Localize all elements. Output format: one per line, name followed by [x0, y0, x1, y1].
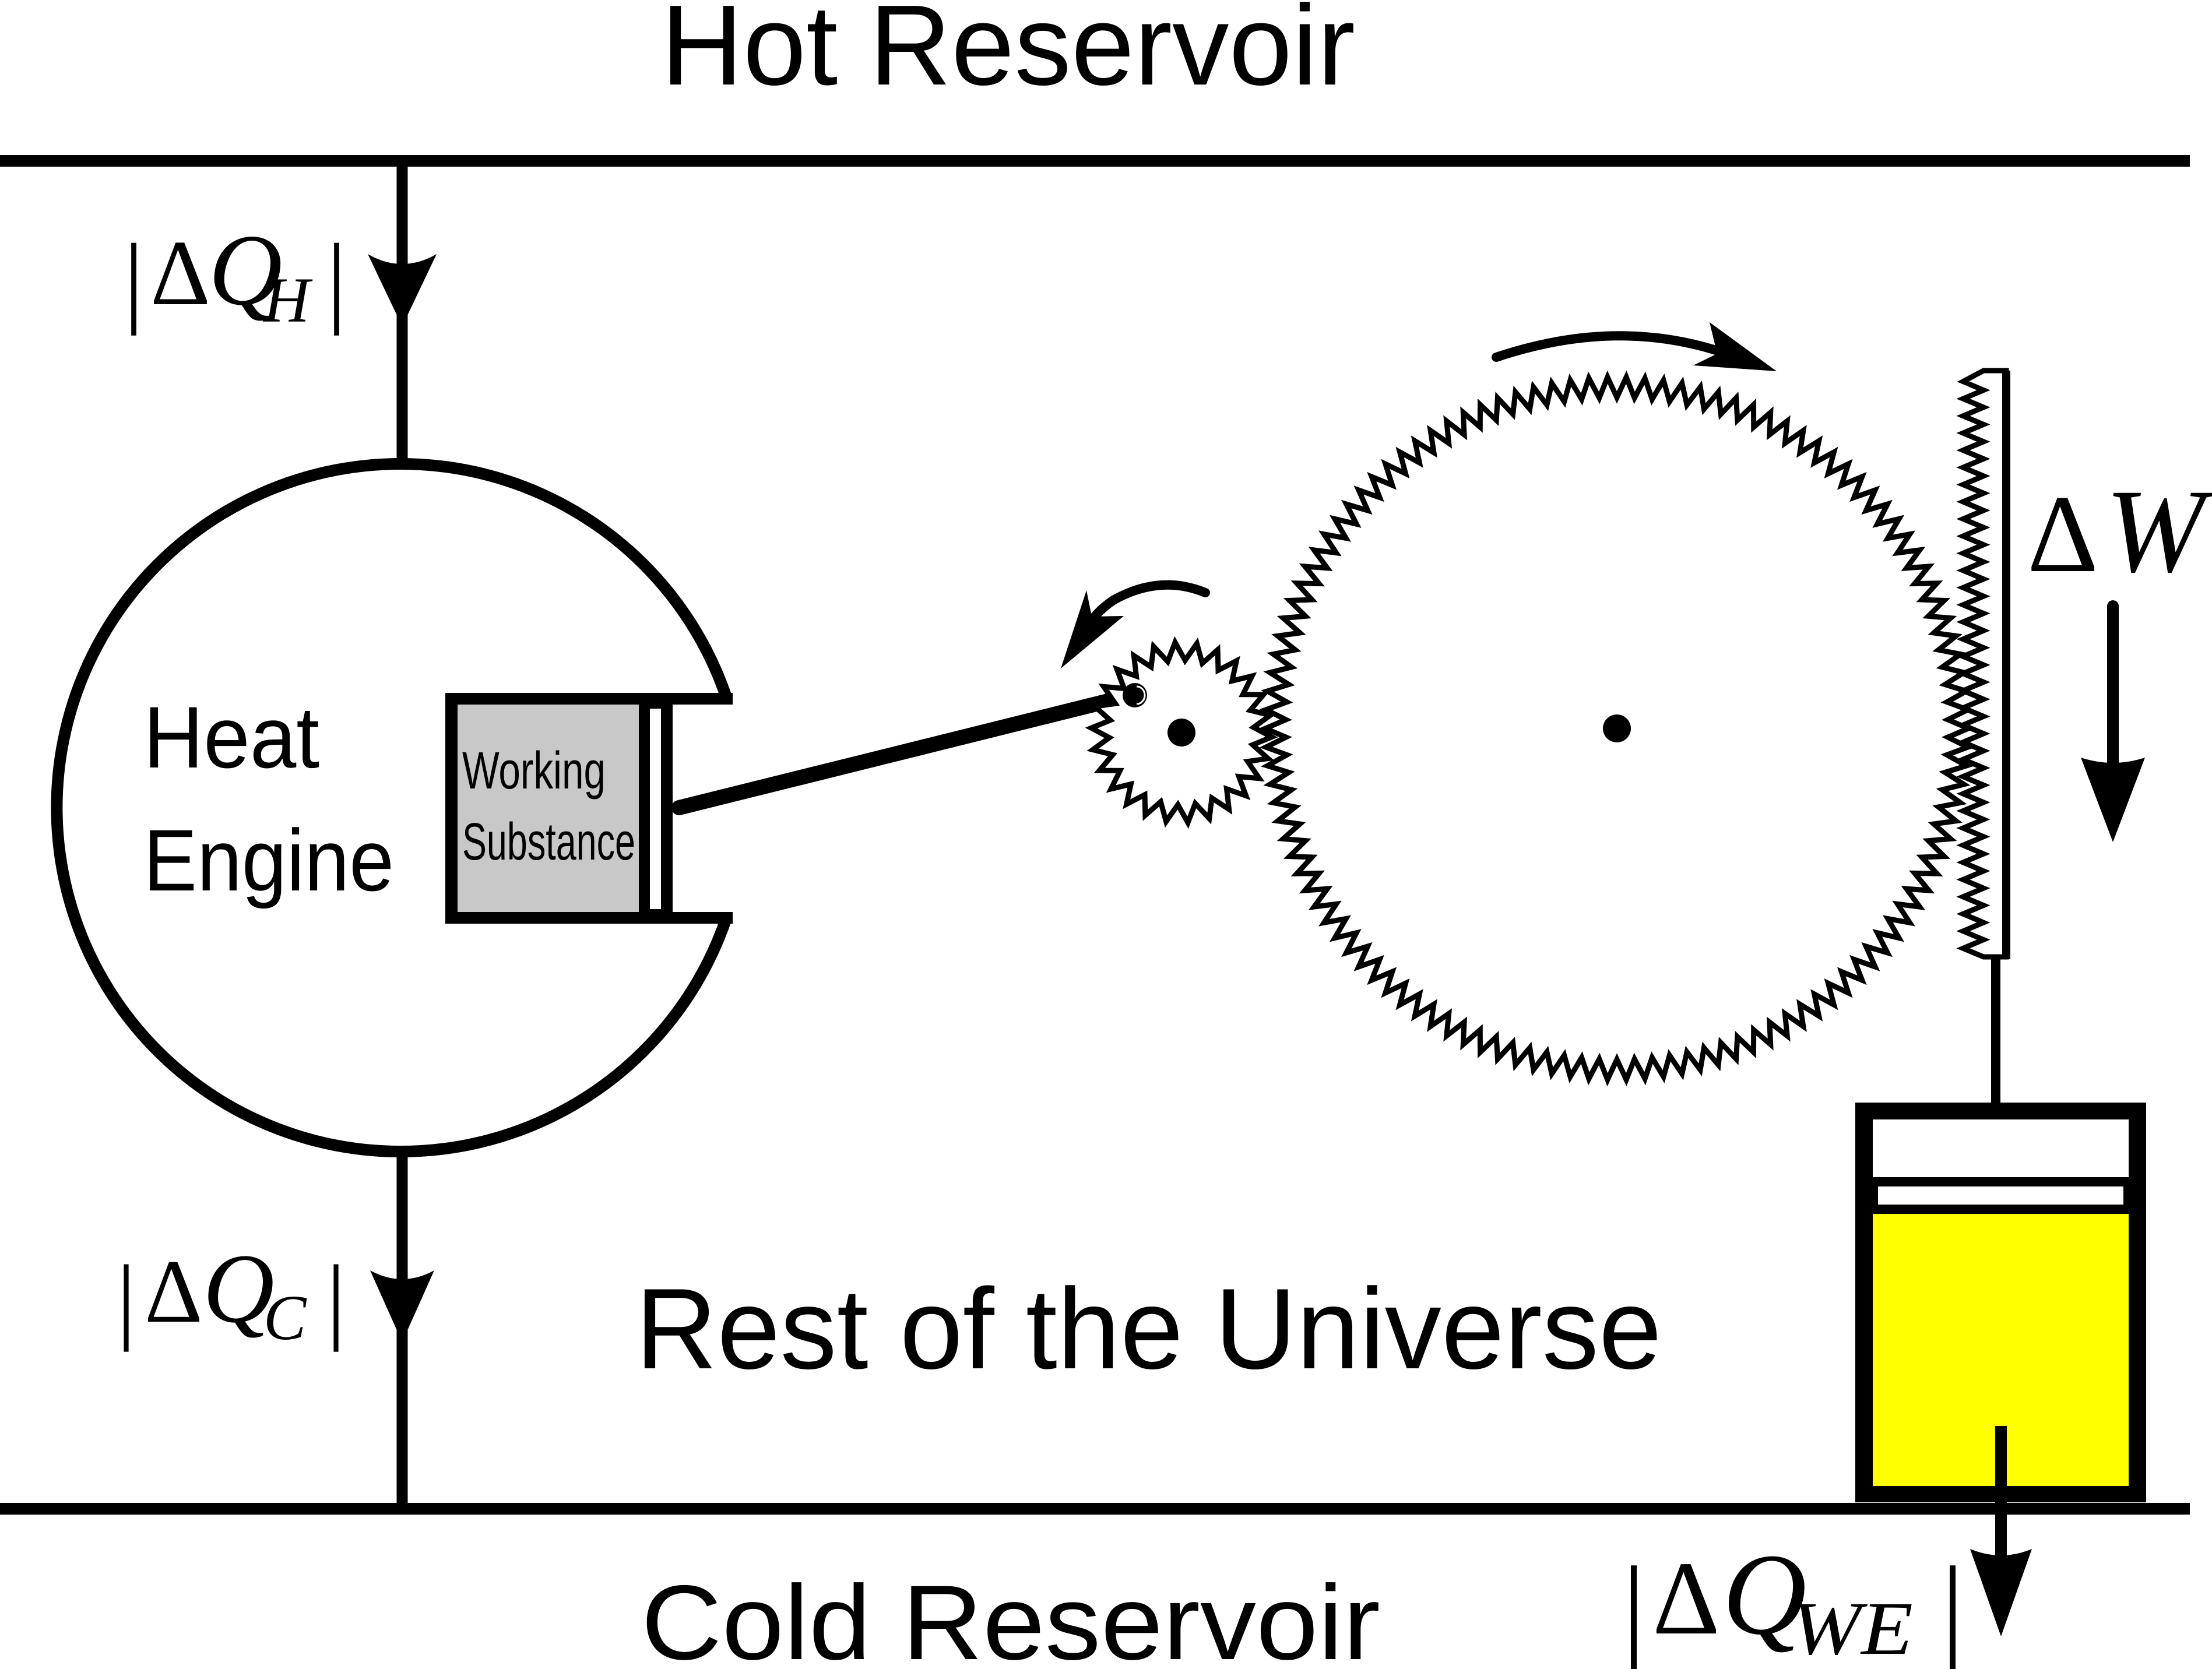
crank-pin [1123, 683, 1147, 707]
working-substance-cylinder: Working Substance [445, 693, 733, 924]
cylinder-wall-left [445, 693, 458, 924]
heat-load-label: | Δ Q WE | [1622, 1530, 1964, 1669]
cylinder-wall-bottom [445, 912, 733, 924]
rack-outline [1956, 368, 2009, 960]
hot-reservoir-label: Hot Reservoir [661, 0, 1355, 109]
subscript-work-element: WE [1791, 1587, 1913, 1669]
cold-reservoir-label: Cold Reservoir [641, 1563, 1380, 1669]
curved-arrow-ccw-icon [1061, 580, 1210, 668]
heat-in-label: | Δ Q H | [124, 213, 347, 336]
small-gear [1085, 636, 1278, 829]
heat-out-label: | Δ Q C | [117, 1234, 346, 1353]
abs-bar-right: | [326, 1245, 346, 1352]
working-substance-label-line2: Substance [462, 813, 635, 871]
arrow-down-icon [370, 1270, 434, 1342]
load-piston-highlight [1878, 1186, 2123, 1205]
connecting-rod [671, 687, 1141, 815]
abs-bar-right: | [326, 223, 347, 336]
working-substance [458, 705, 639, 912]
small-gear-axle [1167, 719, 1195, 747]
rack [1956, 368, 2010, 960]
crank-pin-highlight [1136, 685, 1146, 705]
delta-symbol: Δ [145, 1241, 203, 1341]
arrow-down-icon [368, 254, 437, 326]
heat-symbol: Q [203, 1234, 275, 1343]
abs-bar-left: | [124, 223, 144, 336]
work-symbol: W [2105, 465, 2212, 597]
abs-bar-left: | [117, 1245, 136, 1352]
curved-arrow-cw-icon [1492, 322, 1777, 371]
subscript-hot: H [262, 265, 313, 336]
delta-symbol: Δ [1652, 1540, 1720, 1656]
abs-bar-left: | [1622, 1543, 1645, 1669]
piston-highlight [650, 709, 661, 909]
load-cylinder-upper-space [1873, 1119, 2129, 1177]
load-cylinder [1855, 1103, 2146, 1502]
work-label: Δ W [2027, 465, 2212, 597]
rest-of-universe-label: Rest of the Universe [635, 1265, 1662, 1393]
heat-engine-body [51, 458, 733, 1157]
abs-bar-right: | [1941, 1543, 1964, 1669]
arrow-down-icon [1970, 1426, 2032, 1636]
delta-symbol: Δ [2027, 473, 2098, 596]
heat-symbol: Q [209, 213, 282, 326]
heat-engine-label-line2: Engine [143, 811, 394, 909]
working-substance-label-line1: Working [462, 742, 606, 800]
large-gear-axle [1603, 714, 1631, 742]
cylinder-wall-top [445, 693, 733, 705]
arrow-down-icon [2081, 600, 2145, 842]
heat-engine-label-line1: Heat [143, 688, 319, 786]
heat-symbol: Q [1722, 1530, 1806, 1659]
large-gear [1258, 370, 1975, 1087]
subscript-cold: C [263, 1282, 307, 1353]
delta-symbol: Δ [150, 221, 210, 325]
